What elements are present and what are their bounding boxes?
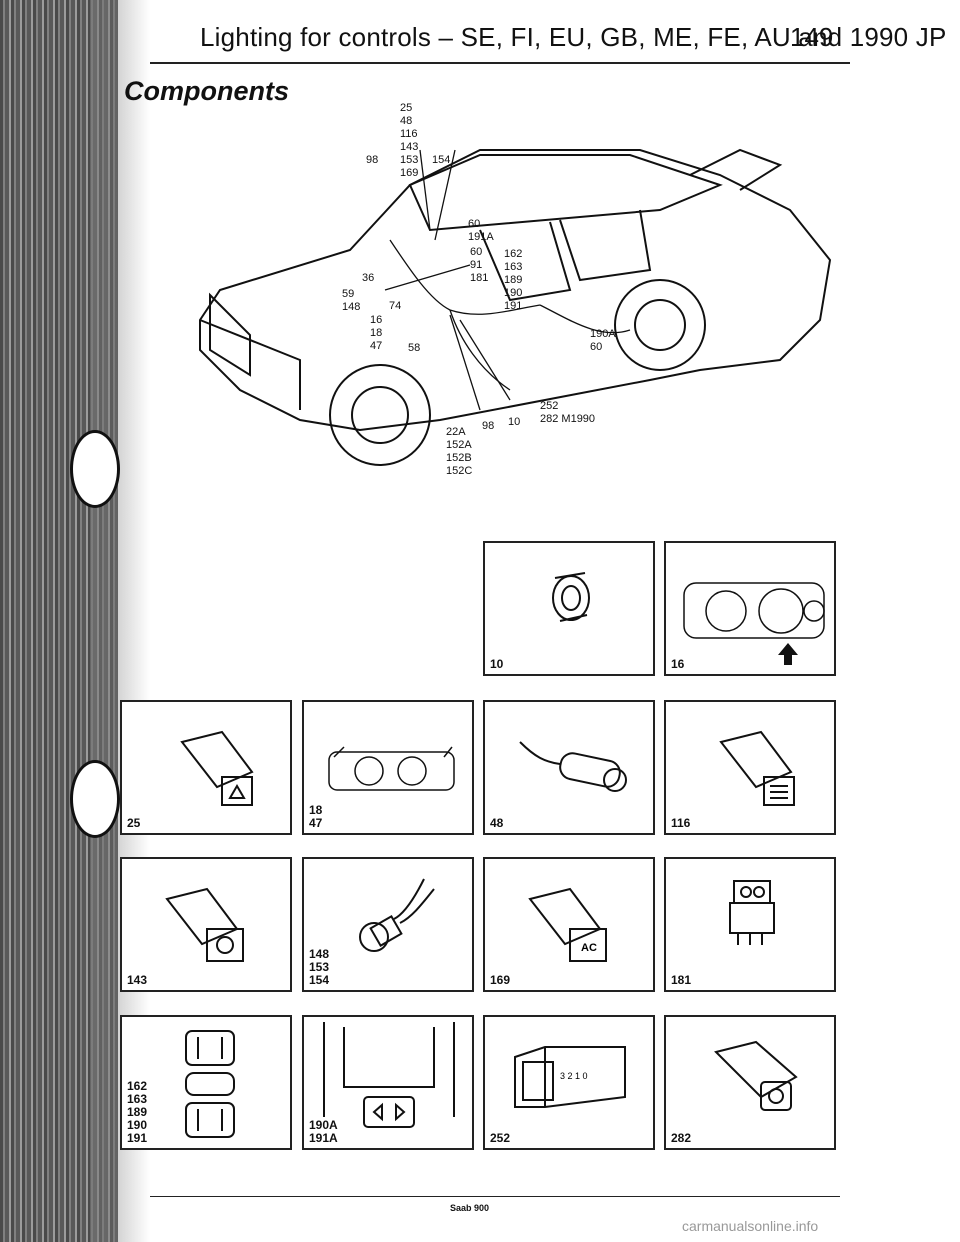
callout-60-191a: 60 191A [468, 218, 494, 243]
component-label: 148 153 154 [309, 947, 330, 987]
rear-defrost-switch-icon [719, 730, 795, 806]
callout-190a: 190A 60 [590, 328, 616, 353]
ac-switch-icon: AC [528, 887, 607, 962]
hazard-switch-icon [180, 730, 254, 806]
callout-22a: 22A 152A 152B 152C [446, 426, 473, 477]
page-number: 149 [790, 22, 834, 52]
component-tile: AC 169 [483, 857, 655, 992]
component-tile: 282 [664, 1015, 836, 1150]
callout-252: 252 282 M1990 [540, 400, 596, 425]
component-label: 190A 191A [309, 1118, 338, 1145]
bulb-holder-icon [359, 878, 435, 952]
callout-59-148: 59 148 [342, 288, 361, 313]
headlamp-level-switch-icon: 3 2 1 0 [514, 1046, 626, 1108]
console-switch-icon [323, 1022, 455, 1128]
callout-58: 58 [408, 342, 421, 354]
relay-switch-icon [729, 880, 775, 945]
component-tile: 25 [120, 700, 292, 835]
component-tile: 143 [120, 857, 292, 992]
component-label: 181 [671, 973, 692, 987]
section-title: Components [124, 76, 289, 106]
component-label: 25 [127, 816, 141, 830]
callout-154: 154 [432, 154, 451, 166]
callout-162: 162 163 189 190 191 [504, 248, 523, 312]
component-label: 143 [127, 973, 148, 987]
page-header-title: Lighting for controls – SE, FI, EU, GB, … [200, 22, 947, 52]
callout-36: 36 [362, 272, 375, 284]
component-tile: 181 [664, 857, 836, 992]
component-label: 48 [490, 816, 504, 830]
header-rule [150, 62, 850, 64]
dimmer-switch-icon [714, 1040, 798, 1111]
component-tile: 148 153 154 [302, 857, 474, 992]
component-tile: 190A 191A [302, 1015, 474, 1150]
socket-icon [552, 572, 590, 622]
component-tile: 18 47 [302, 700, 474, 835]
component-label: 162 163 189 190 191 [127, 1079, 148, 1145]
cigar-lighter-icon [519, 741, 627, 792]
callout-60-91-181: 60 91 181 [470, 246, 489, 284]
window-switch-panel-icon [185, 1030, 235, 1138]
component-label: 18 47 [309, 803, 323, 830]
svg-text:3 2 1 0: 3 2 1 0 [560, 1071, 588, 1081]
component-tile: 162 163 189 190 191 [120, 1015, 292, 1150]
instrument-cluster-icon [683, 582, 825, 665]
component-label: 169 [490, 973, 511, 987]
component-label: 10 [490, 657, 504, 671]
component-label: 282 [671, 1131, 692, 1145]
component-label: 16 [671, 657, 685, 671]
callout-74: 74 [389, 300, 402, 312]
punch-hole-top [70, 430, 120, 508]
car-wiring-diagram [199, 148, 832, 466]
component-tile: 10 [483, 541, 655, 676]
component-tile: 116 [664, 700, 836, 835]
callout-16-18-47: 16 18 47 [370, 314, 383, 352]
svg-text:AC: AC [581, 942, 597, 954]
footer-rule [150, 1196, 840, 1197]
footer-text: Saab 900 [450, 1203, 490, 1213]
component-label: 252 [490, 1131, 511, 1145]
component-tile: 48 [483, 700, 655, 835]
callout-98-bottom: 98 [482, 420, 495, 432]
component-tile: 16 [664, 541, 836, 676]
switch-icon [165, 887, 244, 962]
component-tile: 3 2 1 0 252 [483, 1015, 655, 1150]
punch-hole-bottom [70, 760, 120, 838]
component-label: 116 [671, 816, 691, 830]
cluster-back-icon [328, 746, 455, 791]
callout-10: 10 [508, 416, 521, 428]
callout-98-top: 98 [366, 154, 379, 166]
watermark: carmanualsonline.info [682, 1218, 819, 1234]
callout-25: 25 48 116 143 153 169 [400, 102, 419, 179]
